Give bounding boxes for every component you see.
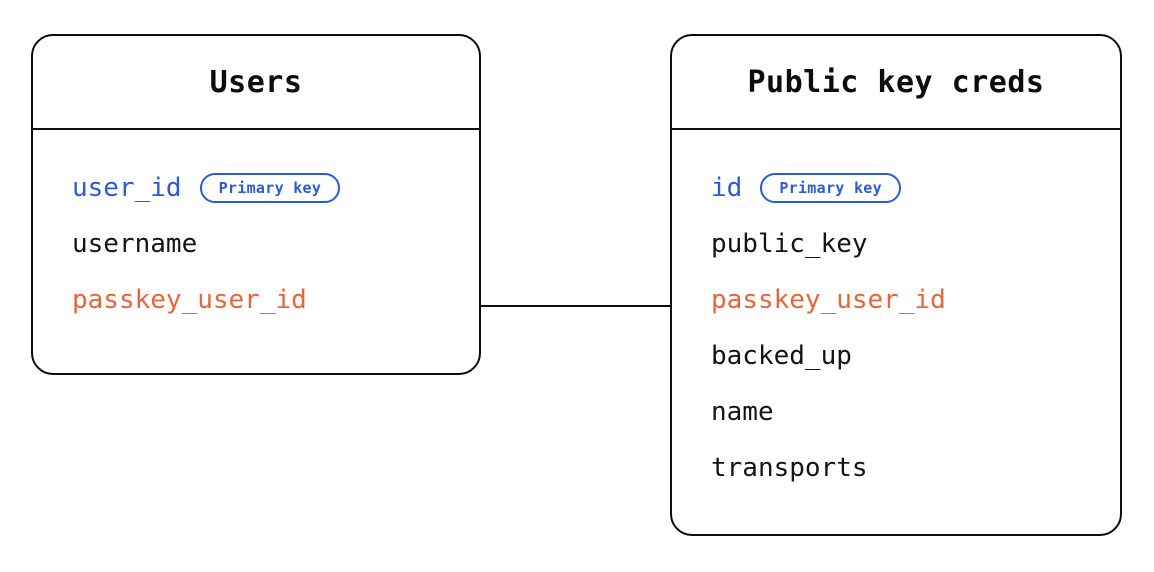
field-row-user-id[interactable]: user_id Primary key bbox=[72, 160, 479, 216]
field-row-backed-up[interactable]: backed_up bbox=[711, 328, 1120, 384]
entity-title-users: Users bbox=[209, 64, 303, 100]
field-list-users: user_id Primary key username passkey_use… bbox=[33, 130, 479, 328]
entity-header-users: Users bbox=[33, 36, 479, 130]
primary-key-badge-public-key-creds: Primary key bbox=[760, 173, 901, 203]
primary-key-badge-label: Primary key bbox=[218, 178, 322, 197]
entity-box-users[interactable]: Users user_id Primary key username passk… bbox=[31, 34, 481, 375]
field-row-passkey-user-id-users[interactable]: passkey_user_id bbox=[72, 272, 479, 328]
field-name-transports: transports bbox=[711, 453, 868, 483]
field-row-username[interactable]: username bbox=[72, 216, 479, 272]
field-row-id[interactable]: id Primary key bbox=[711, 160, 1120, 216]
field-row-transports[interactable]: transports bbox=[711, 440, 1120, 496]
field-list-public-key-creds: id Primary key public_key passkey_user_i… bbox=[672, 130, 1120, 496]
field-row-public-key[interactable]: public_key bbox=[711, 216, 1120, 272]
entity-box-public-key-creds[interactable]: Public key creds id Primary key public_k… bbox=[670, 34, 1122, 536]
field-row-name[interactable]: name bbox=[711, 384, 1120, 440]
relationship-connector-line bbox=[481, 305, 671, 307]
field-name-username: username bbox=[72, 229, 198, 259]
field-name-id: id bbox=[711, 173, 743, 203]
entity-header-public-key-creds: Public key creds bbox=[672, 36, 1120, 130]
field-name-passkey-user-id-pkc: passkey_user_id bbox=[711, 285, 946, 315]
field-name-backed-up: backed_up bbox=[711, 341, 852, 371]
entity-title-public-key-creds: Public key creds bbox=[747, 64, 1045, 100]
field-name-user-id: user_id bbox=[72, 173, 182, 203]
field-row-passkey-user-id-pkc[interactable]: passkey_user_id bbox=[711, 272, 1120, 328]
field-name-passkey-user-id-users: passkey_user_id bbox=[72, 285, 307, 315]
primary-key-badge-users: Primary key bbox=[199, 173, 341, 203]
primary-key-badge-label: Primary key bbox=[779, 178, 882, 197]
field-name-name: name bbox=[711, 397, 774, 427]
field-name-public-key: public_key bbox=[711, 229, 868, 259]
